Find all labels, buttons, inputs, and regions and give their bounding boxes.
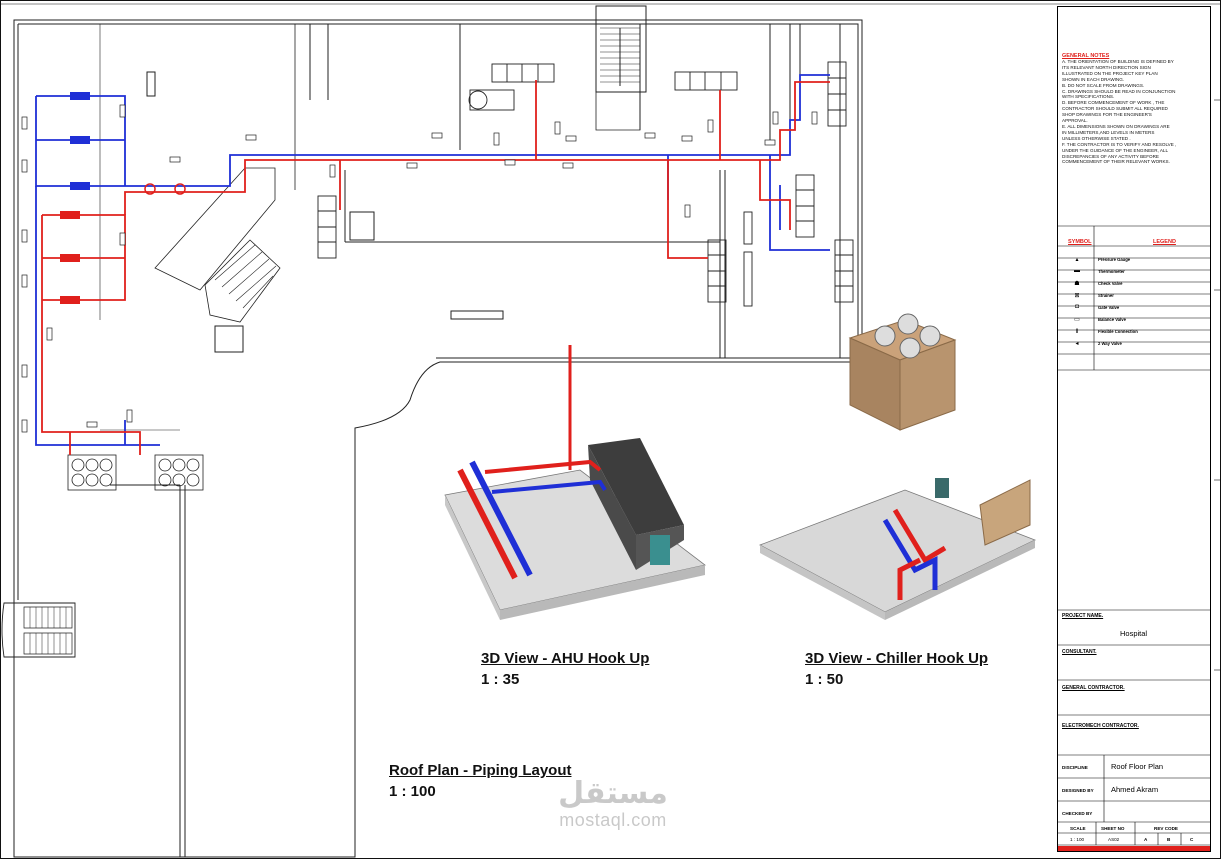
scale-label: SCALE [1070, 826, 1086, 831]
chiller-view-title: 3D View - Chiller Hook Up [805, 650, 989, 667]
checked-by-label: CHECKED BY [1062, 811, 1093, 816]
legend-label: Thermometer [1098, 269, 1125, 274]
sheet-no-label: SHEET NO [1101, 826, 1125, 831]
supply-piping [41, 80, 830, 455]
rev-code-c: C [1190, 837, 1194, 842]
general-note-line: C. DRAWINGS SHOULD BE READ IN CONJUNCTIO… [1062, 88, 1176, 94]
electromech-contractor-label: ELECTROMECH CONTRACTOR. [1062, 723, 1139, 729]
general-note-line: UNLESS OTHERWISE STATED . [1062, 135, 1131, 141]
chiller-view-scale: 1 : 50 [805, 671, 844, 688]
legend-symbol-icon: Ⅱ [1075, 329, 1079, 335]
general-notes: GENERAL NOTES A. THE ORIENTATION OF BUIL… [1062, 53, 1210, 165]
pipe-fitting-tags [21, 104, 818, 433]
legend-label: Gate Valve [1098, 305, 1120, 310]
symbol-heading: SYMBOL [1068, 239, 1092, 245]
legend-row: ▴ Pressure Gauge [1058, 253, 1212, 265]
roof-plan-caption: Roof Plan - Piping Layout 1 : 100 [389, 762, 572, 800]
general-note-line: CONTRACTOR SHOULD SUBMIT ALL REQUIRED [1062, 106, 1168, 112]
general-note-line: DISCREPANCIES OF ANY ACTIVITY BEFORE [1062, 153, 1160, 159]
scale-value: 1 : 100 [1070, 837, 1085, 842]
general-note-line: WITH SPECIFICATIONS. [1062, 94, 1115, 100]
legend-symbol-icon: ▭ [1074, 317, 1080, 323]
legend-row: Ⅱ Flexible Connection [1058, 325, 1212, 337]
legend-row: ◂ 2 Way Valve [1058, 337, 1212, 349]
general-note-line: ITS RELEVANT NORTH DIRECTION SIGN [1062, 64, 1151, 70]
legend-symbol-icon: ◘ [1075, 304, 1079, 310]
legend-symbol-icon: ▴ [1075, 257, 1079, 263]
general-note-line: UNDER THE GUIDANCE OF THE ENGINEER, ALL [1062, 147, 1169, 153]
chiller-view-caption: 3D View - Chiller Hook Up 1 : 50 [805, 650, 988, 688]
general-note-line: F. THE CONTRACTOR IS TO VERIFY AND RESOL… [1062, 141, 1177, 147]
project-name: Hospital [1120, 629, 1148, 638]
general-note-line: COMMENCEMENT OF THEIR RELEVANT WORKS. [1062, 159, 1170, 165]
legend-symbol-icon: ☗ [1074, 281, 1080, 287]
ahu-view-scale: 1 : 35 [481, 671, 520, 688]
general-note-line: A. THE ORIENTATION OF BUILDING IS DEFINE… [1062, 59, 1174, 64]
ahu-view-caption: 3D View - AHU Hook Up 1 : 35 [481, 650, 649, 688]
title-block-grid [1057, 225, 1211, 846]
sheet-no-value: AS02 [1108, 837, 1120, 842]
3d-view-chiller-hookup [759, 313, 1037, 620]
general-note-line: B. DO NOT SCALE FROM DRAWINGS. [1062, 82, 1145, 88]
legend-row: ◘ Gate Valve [1058, 301, 1212, 313]
roof-plan-scale: 1 : 100 [389, 783, 436, 800]
roof-plan-title: Roof Plan - Piping Layout [389, 762, 572, 779]
watermark-arabic: مستقل [558, 776, 668, 811]
general-note-line: E. ALL DIMENSIONS SHOWN ON DRAWINGS ARE [1062, 123, 1170, 129]
ahu-view-title: 3D View - AHU Hook Up [481, 650, 650, 667]
legend-symbol-icon: ⊠ [1074, 293, 1080, 299]
legend-row: ▭ Balance Valve [1058, 313, 1212, 325]
general-note-line: D. BEFORE COMMENCEMENT OF WORK , THE [1062, 100, 1165, 106]
general-contractor-label: GENERAL CONTRACTOR. [1062, 685, 1125, 691]
general-note-line: SHOP DRAWINGS FOR THE ENGINEER'S [1062, 112, 1152, 118]
general-note-line: ILLUSTRATED ON THE PROJECT KEY PLAN [1062, 70, 1158, 76]
title-block-accent-bar [1057, 846, 1211, 852]
general-note-line: APPROVAL. [1062, 118, 1088, 124]
legend-row: ▬ Thermometer [1058, 265, 1212, 277]
rev-code-a: A [1144, 837, 1148, 842]
legend-heading: LEGEND [1153, 239, 1176, 245]
discipline-label: DISCIPLINE [1062, 765, 1088, 770]
general-note-line: SHOWN IN EACH DRAWING. [1062, 76, 1125, 82]
legend-label: Flexible Connection [1098, 329, 1138, 334]
legend-label: Pressure Gauge [1098, 257, 1131, 262]
designed-by: Ahmed Akram [1111, 785, 1159, 794]
legend-label: Check Valve [1098, 281, 1123, 286]
consultant-label: CONSULTANT. [1062, 649, 1097, 655]
legend-row: ⊠ Strainer [1058, 289, 1212, 301]
rev-code-label: REV CODE [1154, 826, 1178, 831]
rev-code-b: B [1167, 837, 1171, 842]
pump-groups [60, 92, 186, 304]
3d-view-ahu-hookup [444, 345, 706, 620]
legend-label: Strainer [1098, 293, 1114, 298]
watermark-latin: mostaql.com [559, 810, 667, 830]
legend-label: 2 Way Valve [1098, 341, 1122, 346]
legend-header: SYMBOL LEGEND [1058, 233, 1212, 251]
discipline: Roof Floor Plan [1111, 762, 1164, 771]
designed-by-label: DESIGNED BY [1062, 788, 1094, 793]
general-notes-lines: A. THE ORIENTATION OF BUILDING IS DEFINE… [1062, 59, 1210, 165]
title-block: GENERAL NOTES A. THE ORIENTATION OF BUIL… [1057, 6, 1211, 852]
project-name-label: PROJECT NAME. [1062, 613, 1104, 619]
legend-symbol-icon: ◂ [1075, 341, 1079, 347]
watermark: مستقل mostaql.com [533, 776, 693, 831]
legend-row: ☗ Check Valve [1058, 277, 1212, 289]
legend-label: Balance Valve [1098, 317, 1126, 322]
general-notes-heading: GENERAL NOTES [1062, 53, 1110, 59]
general-note-line: IN MILLIMETERS,AND LEVELS IN METERS [1062, 129, 1155, 135]
legend-symbol-icon: ▬ [1074, 268, 1080, 274]
